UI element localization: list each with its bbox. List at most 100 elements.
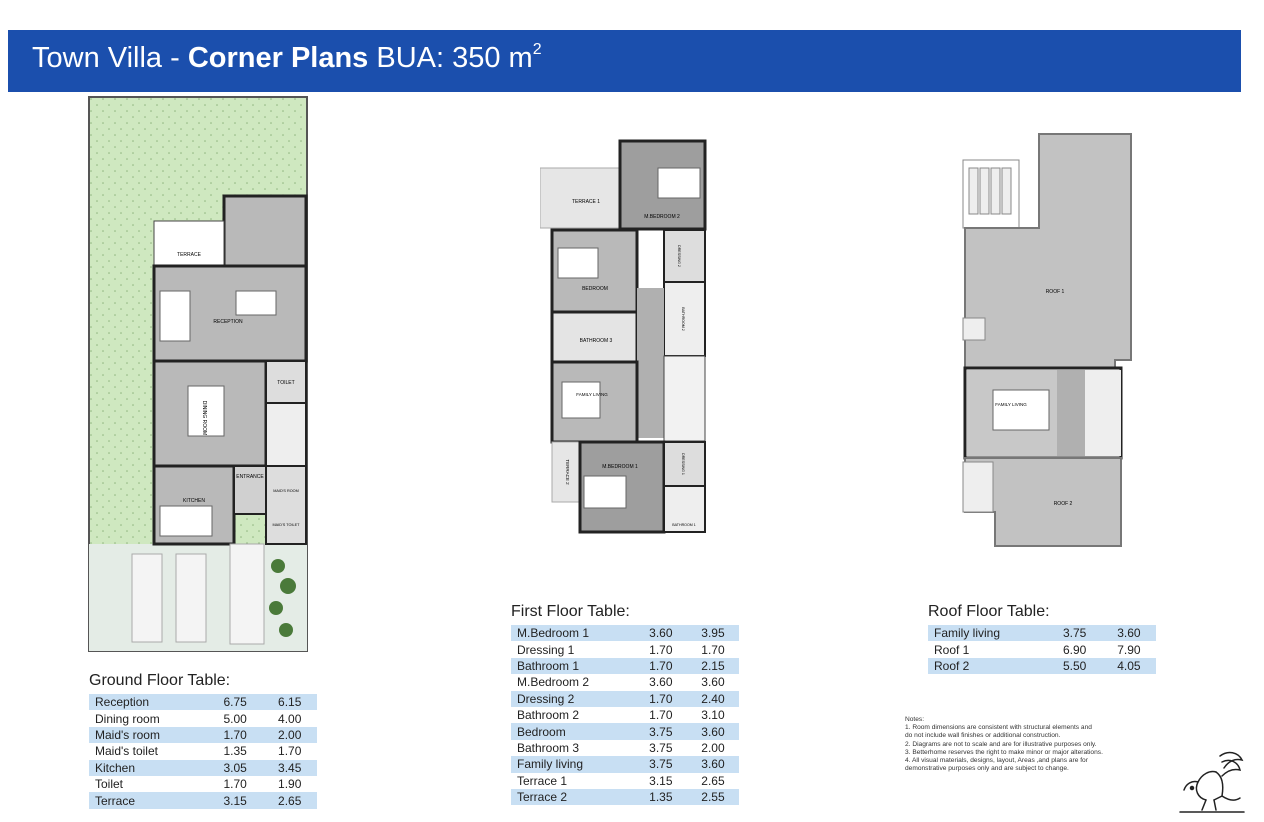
room-width: 3.60 [634,674,687,691]
room-name: Terrace 1 [511,772,635,789]
roof-label-roof-2: ROOF 2 [1054,501,1073,507]
room-name: Bedroom [511,723,635,740]
room-length: 3.60 [686,723,739,740]
room-length: 3.10 [686,706,739,724]
room-length: 2.00 [686,739,739,757]
room-length: 3.60 [686,756,739,773]
room-length: 1.70 [686,641,739,658]
ground-label-kitchen: KITCHEN [183,498,205,504]
first-label-dressing-1: DRESSING 1 [681,453,685,475]
room-width: 3.75 [634,756,687,773]
room-name: Terrace 2 [511,788,635,806]
first-label-bedroom: BEDROOM [582,286,608,292]
room-name: Bathroom 3 [511,739,635,757]
first-label-terrace-2: TERRACE 2 [565,459,570,485]
room-length: 2.40 [686,690,739,707]
room-length: 3.95 [686,625,739,642]
ground-label-entrance: ENTRANCE [236,474,264,480]
room-length: 4.05 [1101,657,1156,675]
room-name: Reception [89,694,208,711]
room-width: 6.90 [1047,641,1102,658]
room-length: 2.65 [686,772,739,789]
room-name: Kitchen [89,759,208,776]
roof-label-roof-1: ROOF 1 [1046,289,1065,295]
room-name: M.Bedroom 2 [511,674,635,691]
first-label-bathroom-1: BATHROOM 1 [672,523,696,527]
room-length: 4.00 [262,710,317,727]
first-label-dressing-2: DRESSING 2 [677,245,681,267]
room-length: 2.15 [686,657,739,675]
header-banner: Town Villa - Corner Plans BUA: 350 m2 [8,30,1241,92]
room-length: 2.55 [686,788,739,806]
room-length: 7.90 [1101,641,1156,658]
room-name: Maid's toilet [89,743,208,760]
notes-block: Notes: 1. Room dimensions are consistent… [905,716,1155,773]
room-width: 3.15 [207,792,263,809]
room-width: 6.75 [207,694,263,711]
room-length: 1.70 [262,743,317,760]
room-name: Toilet [89,775,208,793]
room-length: 3.45 [262,759,317,776]
roof-floor-table-title: Roof Floor Table: [928,603,1050,620]
room-width: 1.70 [634,641,687,658]
room-name: M.Bedroom 1 [511,625,635,642]
first-label-m-bedroom-2: M.BEDROOM 2 [644,214,680,220]
room-name: Terrace [89,792,208,809]
room-length: 2.65 [262,792,317,809]
room-length: 3.60 [1101,625,1156,642]
room-length: 2.00 [262,726,317,744]
room-width: 1.70 [634,706,687,724]
room-name: Roof 1 [928,641,1048,658]
notes-heading: Notes: [905,716,925,723]
notes-line: 4. All visual materials, designs, layout… [905,757,1088,765]
room-width: 1.70 [207,726,263,744]
ground-floor-plan: TERRACE RECEPTION DINING ROOM TOILET KIT… [88,96,308,652]
room-width: 1.70 [207,775,263,793]
notes-line: 1. Room dimensions are consistent with s… [905,724,1092,732]
griffin-logo-icon [1179,751,1245,813]
first-label-bathroom-2: BATHROOM 2 [681,307,685,331]
ground-label-maids-toilet: MAID'S TOILET [273,523,301,527]
room-name: Maid's room [89,726,208,744]
roof-floor-plan: ROOF 1 FAMILY LIVING ROOF 2 [962,133,1132,547]
ground-label-toilet: TOILET [277,380,294,386]
notes-line: demonstrative purposes only and are subj… [905,765,1069,773]
notes-line: 3. Betterhome reserves the right to make… [905,748,1103,756]
first-label-terrace-1: TERRACE 1 [572,199,600,205]
page-title: Town Villa - Corner Plans BUA: 350 m2 [32,41,542,74]
notes-line: do not include wall finishes or addition… [905,732,1061,740]
room-width: 1.35 [207,743,263,760]
first-floor-plan: TERRACE 1 M.BEDROOM 2 BEDROOM DRESSING 2… [540,139,707,534]
ground-label-maids-room: MAID'S ROOM [273,489,299,493]
ground-label-dining-room: DINING ROOM [201,401,207,435]
roof-label-family-living: FAMILY LIVING [995,402,1027,407]
room-width: 5.50 [1047,657,1102,675]
room-name: Roof 2 [928,657,1048,675]
room-name: Dining room [89,710,208,727]
first-label-family-living: FAMILY LIVING [576,392,608,397]
room-width: 1.35 [634,788,687,806]
ground-floor-table-title: Ground Floor Table: [89,672,231,689]
ground-label-reception: RECEPTION [213,319,243,325]
room-name: Family living [511,756,635,773]
room-length: 3.60 [686,674,739,691]
